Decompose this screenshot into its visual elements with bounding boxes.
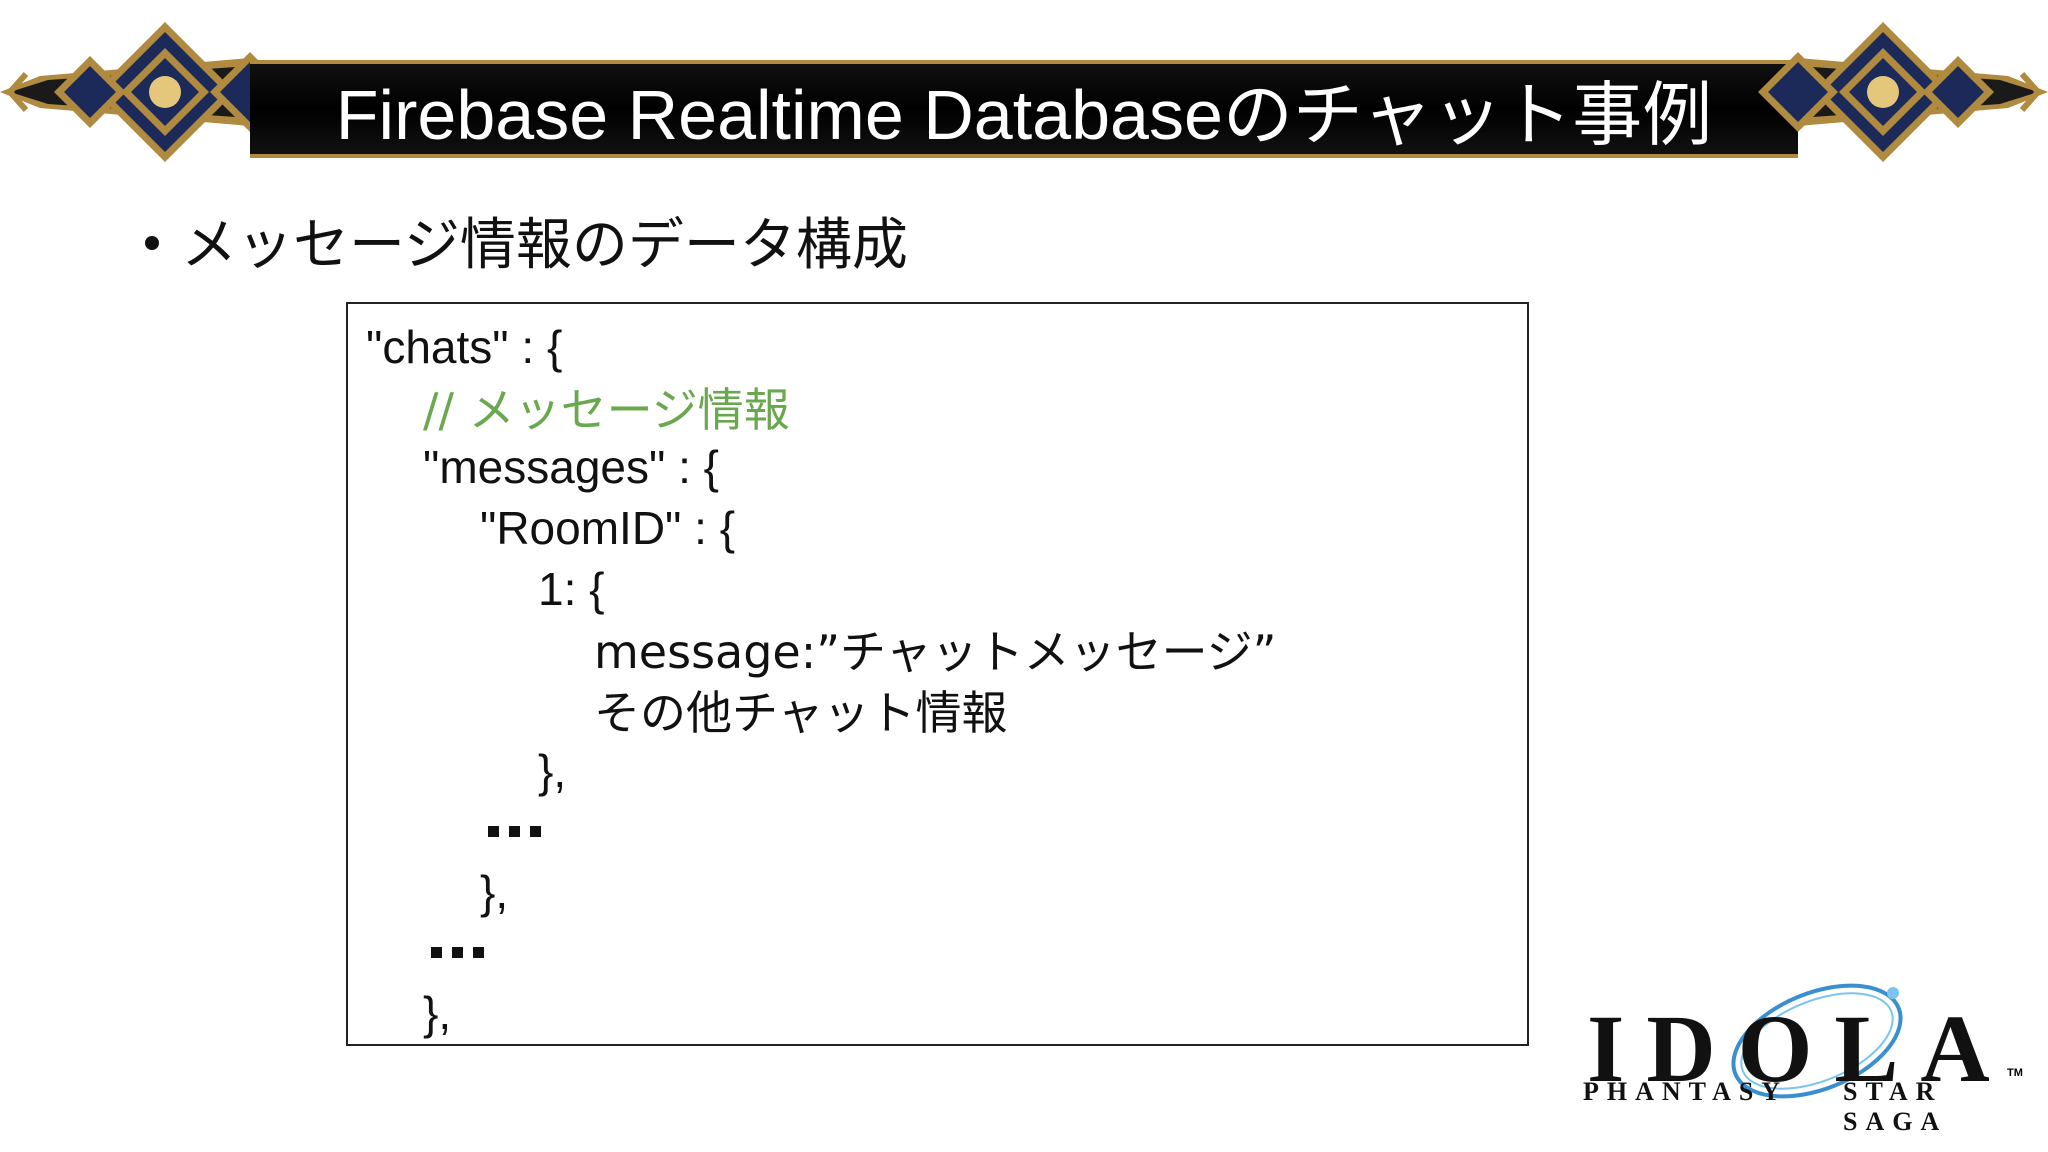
code-box: "chats" : { // メッセージ情報 "messages" : { "R… (346, 302, 1529, 1046)
slide-title: Firebase Realtime Databaseのチャット事例 (335, 75, 1713, 154)
code-comment: // メッセージ情報 (423, 383, 790, 437)
code-line: message:”チャットメッセージ” (594, 625, 1277, 679)
code-line: "messages" : { (423, 441, 720, 493)
bullet-heading: メッセージ情報のデータ構成 (145, 205, 908, 278)
logo-sub-left: PHANTASY (1583, 1077, 1789, 1106)
logo-brand: IDOLA (1587, 995, 2012, 1102)
code-line: }, (480, 866, 509, 918)
title-banner: Firebase Realtime Databaseのチャット事例 (0, 18, 2048, 166)
logo-sub-right: STAR SAGA (1843, 1077, 1948, 1136)
code-line: "RoomID" : { (480, 502, 736, 554)
bullet-text: メッセージ情報のデータ構成 (181, 212, 908, 278)
code-line: "chats" : { (366, 321, 563, 373)
banner-bar (250, 60, 1798, 158)
bullet-dot-icon (145, 236, 159, 250)
idola-logo: IDOLA PHANTASY STAR SAGA TM (1575, 975, 2035, 1136)
code-line: }, (423, 987, 452, 1039)
ellipsis-icon (488, 802, 541, 860)
orbit-icon (1731, 983, 1903, 1099)
ellipsis-icon (431, 923, 484, 981)
code-line: その他チャット情報 (594, 686, 1008, 740)
code-line: }, (538, 745, 567, 797)
ornament-right-icon (1758, 22, 2048, 162)
logo-tm: TM (2007, 1067, 2023, 1079)
code-line: 1: { (538, 563, 605, 615)
